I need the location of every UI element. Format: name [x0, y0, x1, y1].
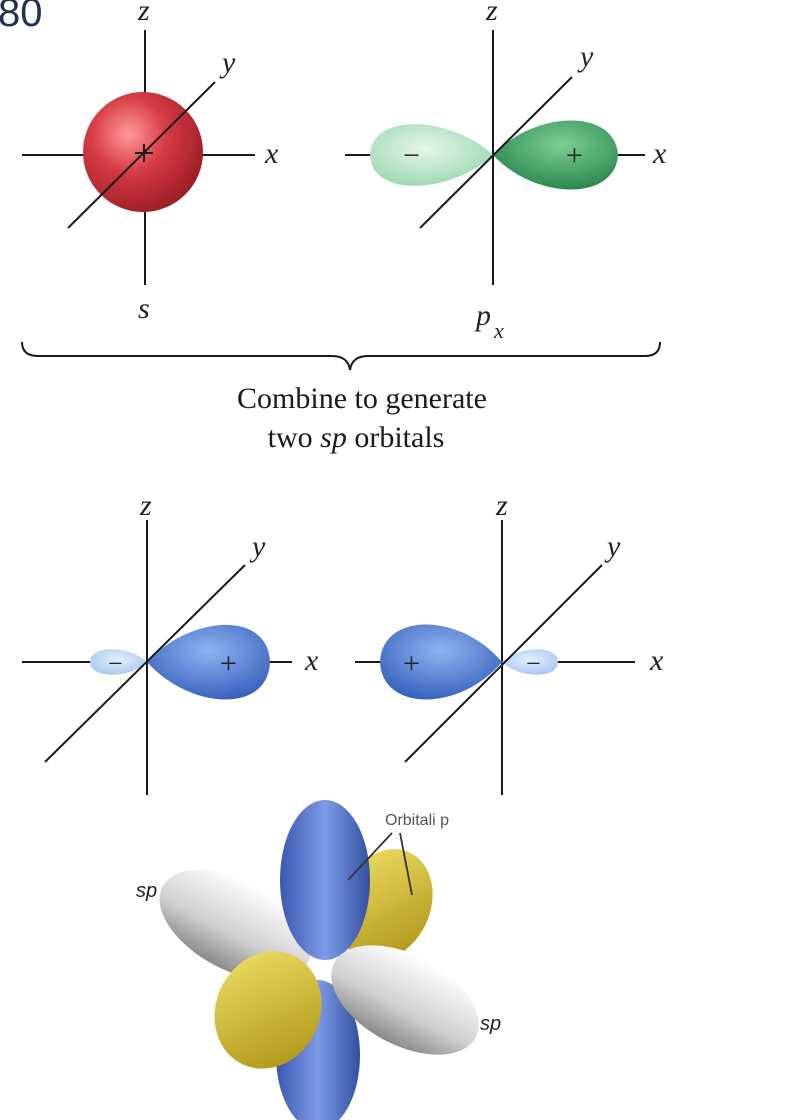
sp-hybrid-3d-model: Orbitali p sp sp — [136, 800, 501, 1120]
yellow-p-lobe-front — [214, 951, 322, 1069]
px-positive-lobe — [493, 120, 618, 190]
plus-sign: + — [403, 647, 420, 680]
corner-number: 80 — [0, 0, 43, 35]
orbitali-p-label: Orbitali p — [385, 812, 449, 829]
z-label: z — [139, 489, 152, 522]
y-label: y — [219, 46, 236, 79]
minus-sign: − — [108, 649, 123, 678]
pointer-line-1 — [347, 832, 393, 881]
x-label: x — [304, 644, 319, 677]
pointer-line-2 — [399, 832, 413, 896]
plus-sign: + — [566, 139, 583, 172]
y-axis — [67, 81, 216, 229]
x-label: x — [652, 137, 667, 170]
px-orbital-panel: − + z y x p x — [345, 0, 667, 343]
grey-sp-lobe-right — [331, 945, 479, 1055]
blue-p-lobe-top — [280, 800, 370, 960]
z-label: z — [495, 489, 508, 522]
minus-sign: − — [403, 139, 420, 172]
sp-label-left: sp — [136, 880, 157, 902]
sp-orbital-1-panel: − + z y x — [22, 489, 319, 795]
x-label: x — [264, 137, 279, 170]
y-axis — [404, 564, 603, 763]
px-subscript: x — [493, 318, 504, 343]
sp1-large-lobe — [147, 624, 270, 700]
caption-line-2: two sp orbitals — [268, 421, 445, 454]
y-axis — [419, 76, 573, 229]
sp2-large-lobe — [380, 624, 502, 700]
y-axis — [44, 564, 246, 763]
caption-line-1: Combine to generate — [237, 382, 487, 415]
z-label: z — [137, 0, 150, 27]
y-label: y — [577, 40, 594, 73]
y-label: y — [249, 530, 266, 563]
sp2-small-lobe — [502, 649, 558, 675]
z-label: z — [485, 0, 498, 27]
px-negative-lobe — [370, 124, 493, 186]
x-label: x — [649, 644, 664, 677]
px-label: p — [474, 299, 491, 332]
s-label: s — [138, 292, 150, 325]
y-label: y — [604, 530, 621, 563]
minus-sign: − — [526, 649, 541, 678]
sp1-small-lobe — [90, 649, 147, 675]
sp-orbital-2-panel: + − z y x — [355, 489, 664, 795]
sp-label-right: sp — [480, 1013, 501, 1035]
s-orbital-panel: z y x s — [22, 0, 279, 325]
combine-brace — [21, 341, 661, 371]
plus-sign: + — [220, 647, 237, 680]
